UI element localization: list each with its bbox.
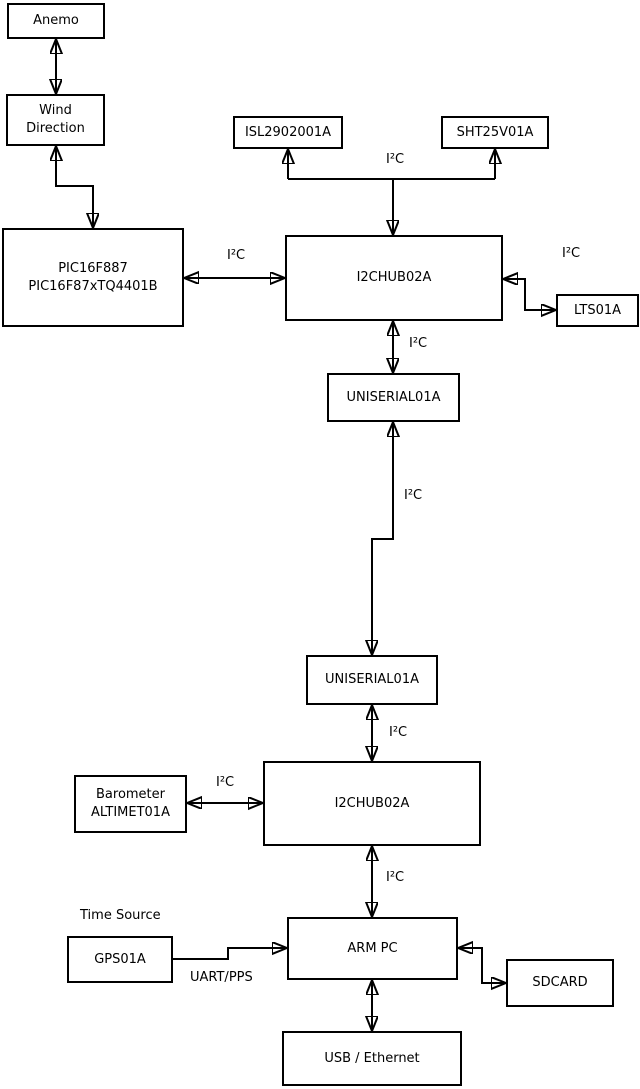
connector-wind-pic: [56, 146, 93, 228]
label-i2c-pic-hub1: I²C: [227, 248, 246, 263]
box-sdcard: SDCARD: [506, 959, 614, 1007]
box-uniserial01a-1-label: UNISERIAL01A: [346, 389, 441, 405]
box-lts01a: LTS01A: [556, 294, 639, 327]
label-i2c-hub1-uniserial: I²C: [409, 336, 428, 351]
connector-armpc-sdcard: [458, 948, 506, 983]
connector-gps-armpc: [173, 948, 287, 960]
box-anemo-label: Anemo: [33, 13, 79, 28]
label-i2c-uniserial-hub2: I²C: [389, 725, 408, 740]
box-pic16f887-label: PIC16F887 PIC16F87xTQ4401B: [28, 260, 158, 294]
box-i2chub02a-2-label: I2CHUB02A: [334, 795, 410, 811]
label-uart-pps: UART/PPS: [190, 970, 253, 985]
box-i2chub02a-1: I2CHUB02A: [285, 235, 503, 321]
box-arm-pc: ARM PC: [287, 917, 458, 980]
label-time-source: Time Source: [80, 908, 161, 923]
box-pic16f887: PIC16F887 PIC16F87xTQ4401B: [2, 228, 184, 327]
box-i2chub02a-2: I2CHUB02A: [263, 761, 481, 846]
box-barometer-altimet01a: Barometer ALTIMET01A: [74, 775, 187, 833]
box-uniserial01a-1: UNISERIAL01A: [327, 373, 460, 422]
box-sdcard-label: SDCARD: [532, 975, 588, 990]
box-gps01a-label: GPS01A: [94, 951, 146, 967]
box-barometer-altimet01a-label: Barometer ALTIMET01A: [91, 787, 170, 820]
box-sht25v01a-label: SHT25V01A: [456, 124, 534, 140]
box-anemo: Anemo: [7, 3, 105, 39]
box-i2chub02a-1-label: I2CHUB02A: [356, 270, 432, 285]
label-i2c-hub2-armpc: I²C: [386, 870, 405, 885]
connector-hub1-lts: [503, 279, 556, 310]
box-wind-direction-label: Wind Direction: [26, 103, 85, 136]
box-uniserial01a-2-label: UNISERIAL01A: [325, 672, 419, 687]
connector-uniserial1-uniserial2: [372, 422, 393, 655]
box-usb-ethernet-label: USB / Ethernet: [324, 1050, 420, 1066]
label-i2c-top-bus: I²C: [386, 152, 405, 167]
box-usb-ethernet: USB / Ethernet: [282, 1031, 462, 1086]
box-lts01a-label: LTS01A: [573, 302, 622, 318]
label-i2c-hub1-lts: I²C: [562, 246, 581, 261]
box-uniserial01a-2: UNISERIAL01A: [306, 655, 438, 705]
label-i2c-barometer-hub2: I²C: [216, 775, 235, 790]
label-i2c-uniserial-link: I²C: [404, 488, 423, 503]
box-isl2902001a-label: ISL2902001A: [244, 124, 332, 140]
box-sht25v01a: SHT25V01A: [441, 116, 549, 149]
box-isl2902001a: ISL2902001A: [233, 116, 343, 149]
box-arm-pc-label: ARM PC: [347, 940, 398, 956]
box-wind-direction: Wind Direction: [6, 94, 105, 146]
box-gps01a: GPS01A: [67, 936, 173, 983]
